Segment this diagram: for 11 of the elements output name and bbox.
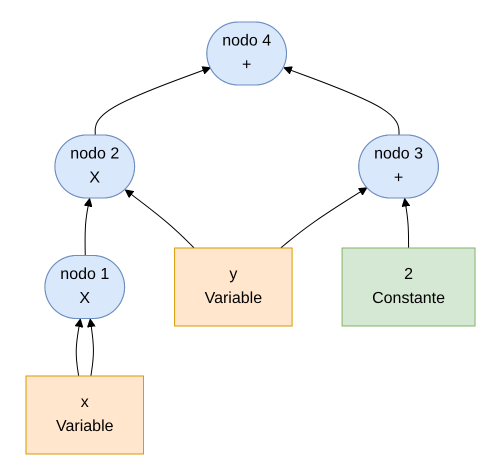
arrow [84, 198, 93, 256]
node-box: x Variable [26, 375, 144, 454]
arrow [125, 189, 196, 248]
arrow [280, 187, 368, 248]
node-box: 2 Constante [342, 248, 476, 326]
arrow [75, 318, 84, 376]
node-box: y Variable [174, 248, 294, 326]
arrow [284, 66, 400, 136]
arrow [95, 66, 212, 136]
arrow [402, 198, 411, 248]
arrow [87, 318, 96, 376]
